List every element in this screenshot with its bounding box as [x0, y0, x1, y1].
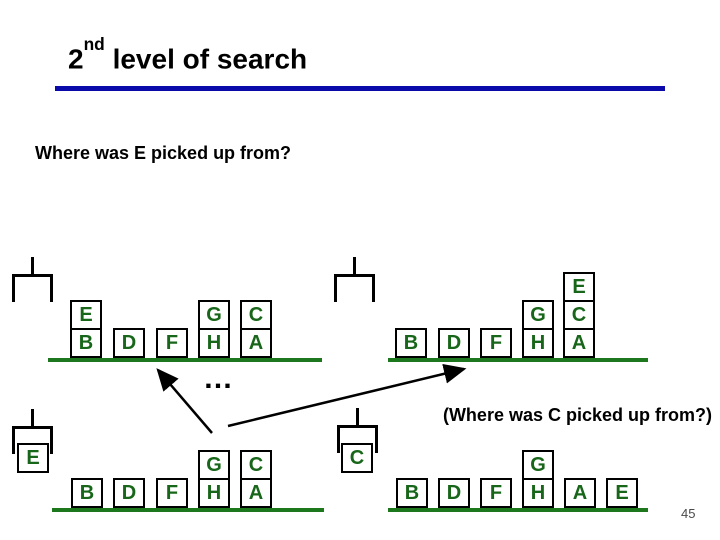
block: B [396, 478, 428, 508]
page-number: 45 [681, 506, 696, 521]
block: F [480, 478, 512, 508]
block-stack: D [113, 478, 145, 508]
block: F [156, 478, 188, 508]
block-stack: H G [198, 300, 230, 358]
slide-title: 2nd level of search [68, 34, 308, 75]
block: F [156, 328, 188, 358]
block: C [563, 300, 595, 330]
block: B [395, 328, 427, 358]
gripper-claw [337, 425, 378, 453]
gripper-stem [353, 257, 356, 274]
block-stack: F [156, 328, 188, 358]
state-bottom-left: E B D F H G A C [0, 400, 390, 512]
ellipsis-text: … [203, 362, 235, 395]
gripper-icon [12, 409, 53, 454]
block-stack: D [113, 328, 145, 358]
block: B [70, 328, 102, 358]
gripper-stem [356, 408, 359, 425]
title-rest: level of search [104, 43, 308, 75]
gripper-stem [31, 257, 34, 274]
block-stack: F [156, 478, 188, 508]
block: A [240, 478, 272, 508]
gripper-stem [31, 409, 34, 426]
block: A [564, 478, 596, 508]
block-stack: A [564, 478, 596, 508]
block: G [522, 450, 554, 480]
gripper-icon [12, 257, 53, 302]
question-text: Where was E picked up from? [35, 143, 292, 163]
block: E [563, 272, 595, 302]
title-underline [55, 86, 665, 91]
block-stack: A C [240, 300, 272, 358]
gripper-icon [334, 257, 375, 302]
block: G [522, 300, 554, 330]
sub-question-text: (Where was C picked up from?) [442, 405, 712, 425]
block: F [480, 328, 512, 358]
gripper-claw [334, 274, 375, 302]
block: E [606, 478, 638, 508]
block-stack: B [71, 478, 103, 508]
block-stack: B E [70, 300, 102, 358]
block-stack: H G [522, 450, 554, 508]
block-stack: F [480, 328, 512, 358]
table-surface [48, 358, 322, 362]
block-stack: B [395, 328, 427, 358]
block: H [522, 328, 554, 358]
block-stack: D [438, 328, 470, 358]
block: D [113, 328, 145, 358]
table-surface [388, 508, 648, 512]
gripper-claw [12, 274, 53, 302]
block: D [113, 478, 145, 508]
block: H [522, 478, 554, 508]
block-stack: A C [240, 450, 272, 508]
block-stack: D [438, 478, 470, 508]
block: G [198, 450, 230, 480]
block: A [563, 328, 595, 358]
title-number: 2 [68, 43, 84, 75]
block: D [438, 478, 470, 508]
block: D [438, 328, 470, 358]
title-ordinal: nd [83, 34, 105, 55]
block: H [198, 328, 230, 358]
block-stack: B [396, 478, 428, 508]
block: C [240, 300, 272, 330]
state-top-right: B D F H G A C E [330, 250, 720, 362]
gripper-icon [337, 408, 378, 453]
block-stack: H G [198, 450, 230, 508]
block: G [198, 300, 230, 330]
state-top-left: B E D F H G A C [0, 250, 390, 362]
table-surface [52, 508, 324, 512]
block: A [240, 328, 272, 358]
state-bottom-right: C B D F H G A E [330, 400, 720, 512]
held-block: E [17, 443, 49, 473]
block-stack: A C E [563, 272, 595, 358]
held-block: C [341, 443, 373, 473]
block: C [240, 450, 272, 480]
table-surface [388, 358, 648, 362]
block: H [198, 478, 230, 508]
block: B [71, 478, 103, 508]
block-stack: E [606, 478, 638, 508]
block-stack: H G [522, 300, 554, 358]
block-stack: F [480, 478, 512, 508]
block: E [70, 300, 102, 330]
gripper-claw [12, 426, 53, 454]
